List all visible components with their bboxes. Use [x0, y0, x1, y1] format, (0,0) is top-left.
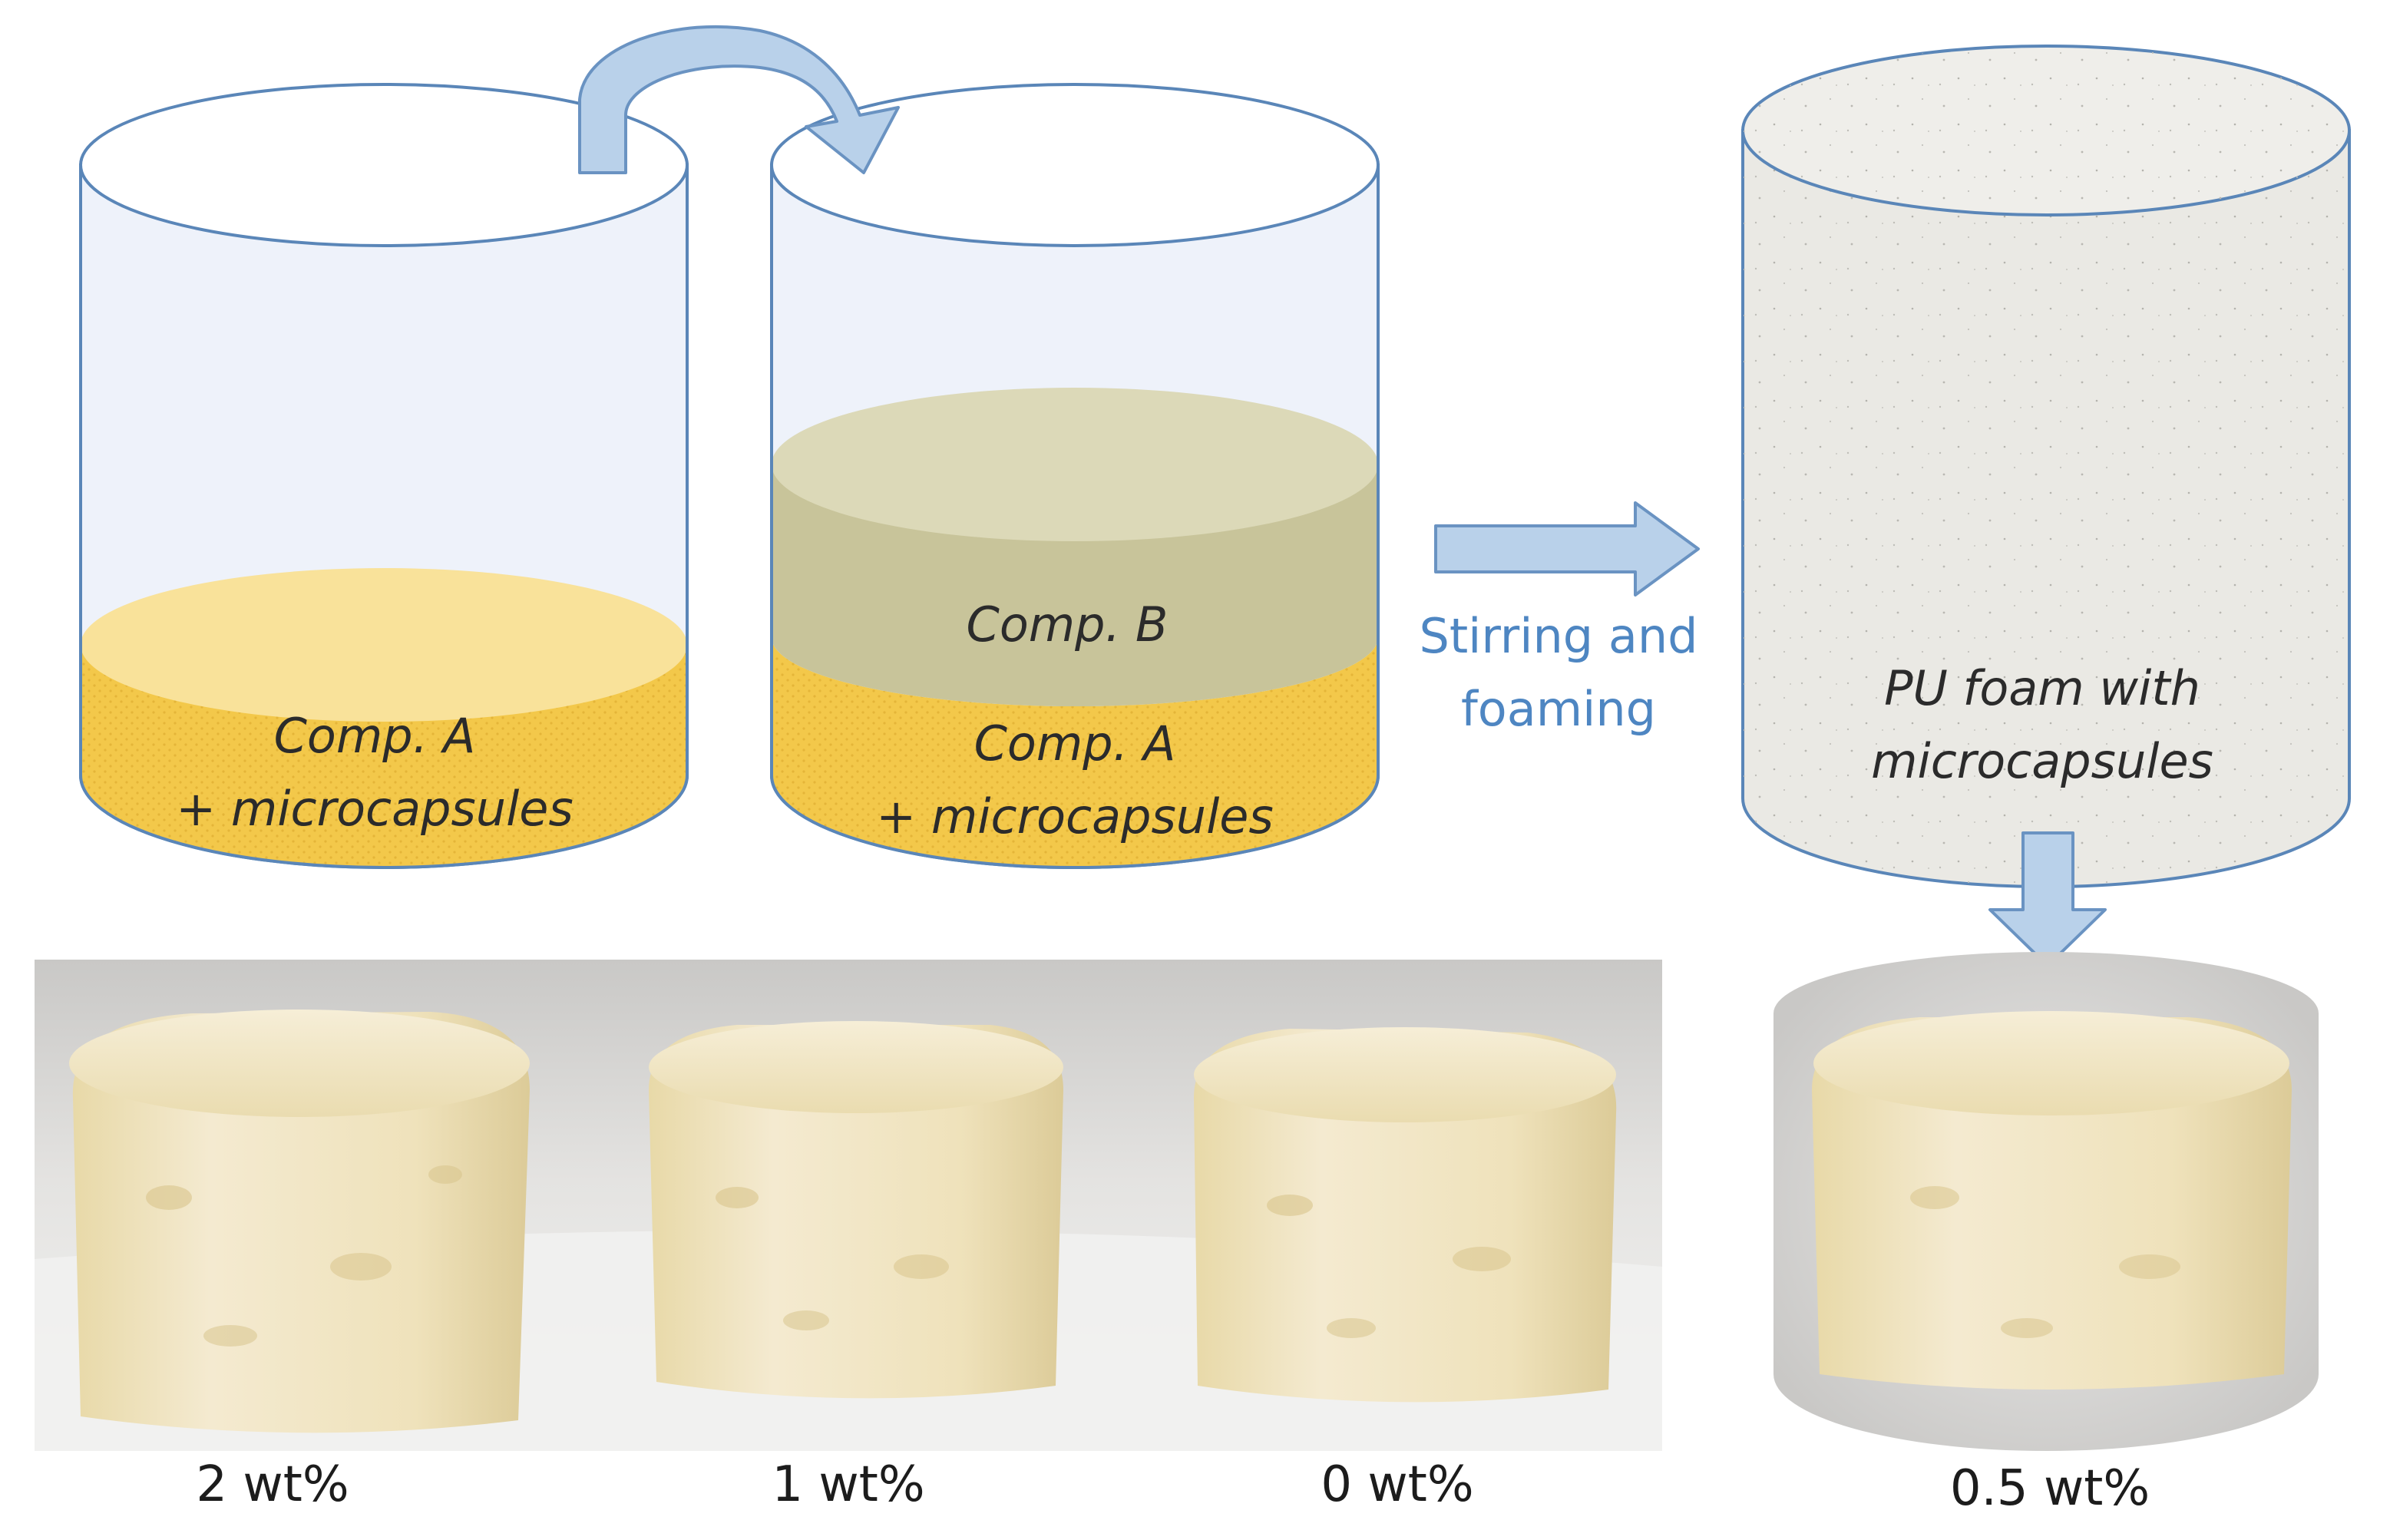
foam-sample-1wt: [649, 1021, 1063, 1399]
sample-label-2wt: 2 wt%: [196, 1456, 349, 1513]
beaker-1-rim: [79, 83, 689, 247]
photo-oval: [1773, 952, 2319, 1451]
down-arrow: [1988, 831, 2107, 967]
sample-label-0-5wt: 0.5 wt%: [1950, 1460, 2150, 1517]
foam-cylinder-label-line2: microcapsules: [1871, 733, 2213, 789]
beaker-1-comp-a-surface: [81, 568, 687, 722]
beaker-2-comp-b-surface: [772, 388, 1378, 541]
process-label-line1: Stirring and: [1419, 608, 1697, 664]
pour-arrow: [578, 25, 900, 174]
sample-label-0wt: 0 wt%: [1321, 1456, 1473, 1513]
beaker-2-label-line1: Comp. A: [974, 715, 1176, 772]
foam-sample-0-5wt: [1812, 1011, 2292, 1390]
process-arrow: [1434, 501, 1700, 597]
photo-panel: [35, 960, 1662, 1451]
foam-sample-0wt: [1194, 1027, 1617, 1403]
beaker-2-label-line2: + microcapsules: [876, 788, 1274, 844]
beaker-1: Comp. A + microcapsules: [79, 83, 689, 869]
beaker-2: Comp. B Comp. A + microcapsules: [770, 83, 1380, 869]
foam-cylinder-label-line1: PU foam with: [1884, 660, 2200, 716]
beaker-2-rim: [770, 83, 1380, 247]
sample-label-1wt: 1 wt%: [772, 1456, 924, 1513]
beaker-1-label-line2: + microcapsules: [176, 781, 574, 837]
foam-sample-2wt: [69, 1010, 530, 1433]
process-label-line2: foaming: [1461, 681, 1656, 737]
beaker-2-label-top: Comp. B: [967, 597, 1169, 653]
foam-cylinder: PU foam with microcapsules: [1741, 45, 2351, 888]
beaker-1-label-line1: Comp. A: [274, 708, 476, 764]
